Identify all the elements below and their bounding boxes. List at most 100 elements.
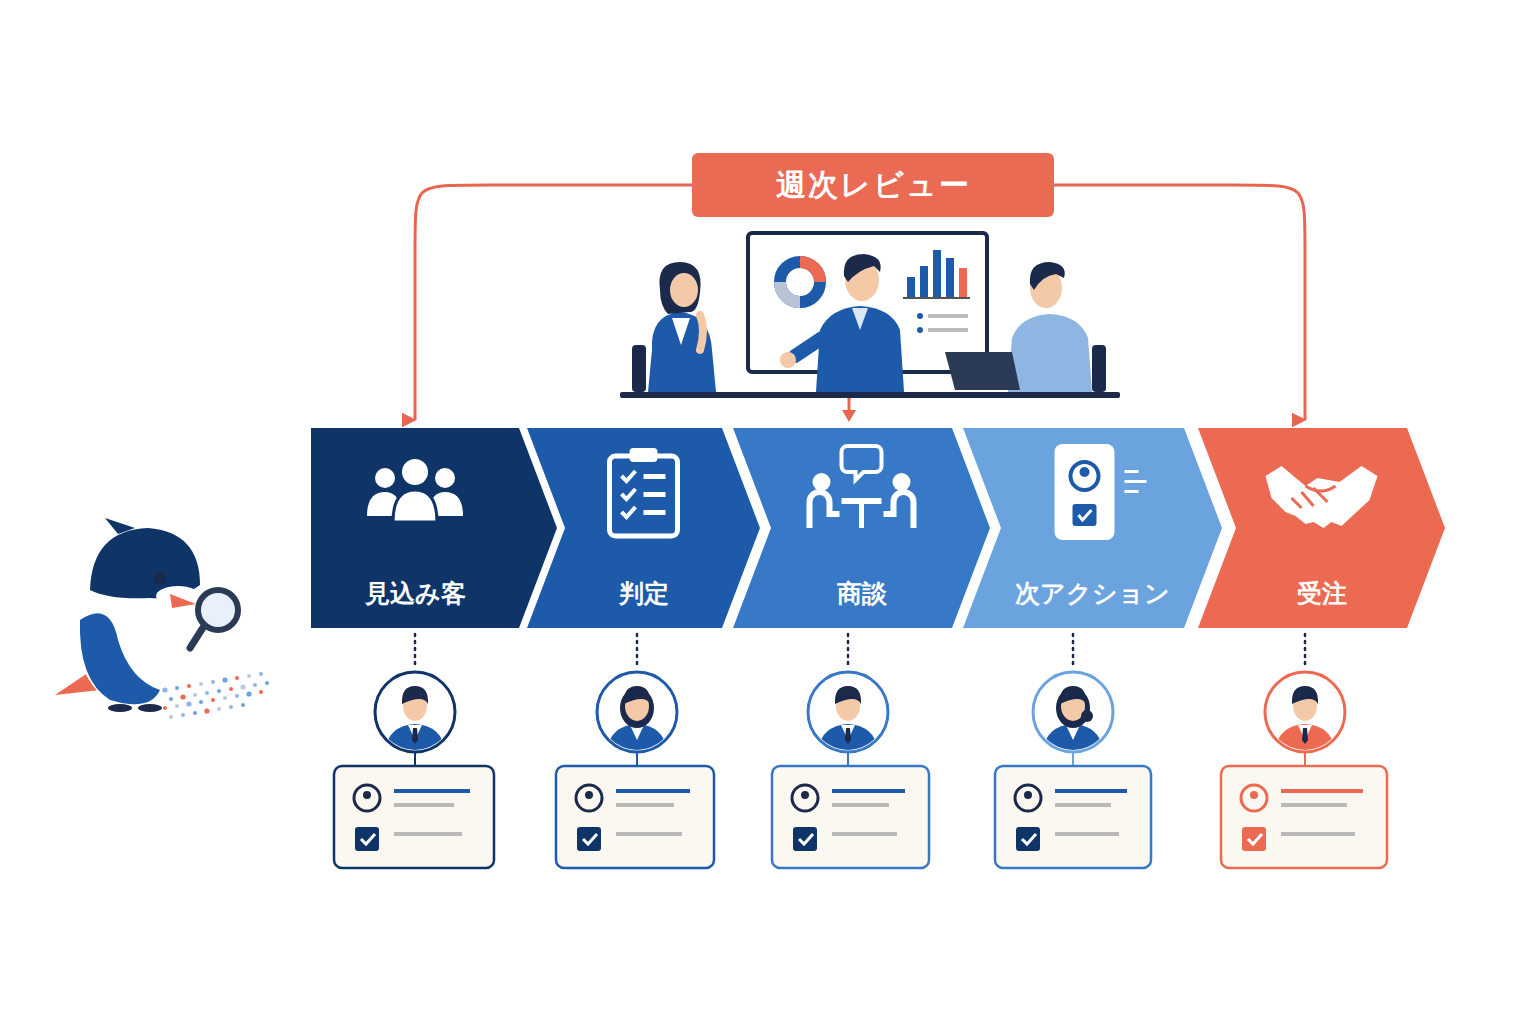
- kingfisher-mascot-part-part: [259, 690, 263, 694]
- kingfisher-mascot-part: [170, 594, 196, 608]
- owner-avatars-part: [414, 634, 417, 668]
- meeting-icon-part: [859, 504, 864, 528]
- checklist-icon-part: [644, 492, 666, 497]
- chevron-label-box: 見込み客: [311, 577, 519, 610]
- stage-label: 次アクション: [1015, 577, 1170, 610]
- owner-avatars-part-part: [1033, 672, 1113, 752]
- kingfisher-mascot-part-part: [199, 700, 203, 704]
- owner-avatars-part: [636, 752, 638, 766]
- owner-avatars-part: [1265, 672, 1345, 752]
- owner-avatars-part-part: [361, 834, 375, 844]
- meeting-illustration-part: [1008, 314, 1092, 392]
- kingfisher-mascot-part-part: [240, 684, 245, 689]
- kingfisher-mascot-part: [108, 704, 132, 712]
- kingfisher-mascot-part-part: [235, 676, 239, 680]
- next-action-icon-part: [1125, 490, 1139, 493]
- owner-avatars-part-part: [1055, 832, 1119, 836]
- kingfisher-mascot-part-part: [163, 706, 167, 710]
- owner-avatars-part-part: [801, 791, 809, 799]
- meeting-illustration-part: [632, 345, 646, 392]
- owner-avatars-part-part: [1022, 834, 1036, 844]
- kingfisher-mascot-part-part: [246, 691, 251, 696]
- owner-avatars-part-part-part: [385, 724, 445, 752]
- owner-avatars-part-part: [1024, 791, 1032, 799]
- owner-avatars-part-part: [1248, 834, 1262, 844]
- owner-avatars-part-part-part: [845, 728, 851, 744]
- handshake-icon-part: [1266, 466, 1378, 528]
- chevron-label-box: 商談: [771, 577, 952, 610]
- owner-avatars-part: [847, 752, 849, 766]
- owner-avatars-part-part: [1242, 827, 1266, 851]
- chevron-fill: [311, 428, 557, 628]
- owner-avatars-part-part: [576, 785, 602, 811]
- owner-avatars-part-part: [1055, 803, 1111, 807]
- stage-label: 判定: [619, 577, 669, 610]
- review-box: 週次レビュー: [692, 153, 1054, 217]
- meeting-illustration-part: [780, 262, 820, 302]
- owner-avatars-part: [772, 766, 929, 868]
- chevron-edge: [311, 428, 321, 628]
- owner-avatars-part-part: [1016, 827, 1040, 851]
- kingfisher-mascot-part-part: [241, 703, 245, 707]
- kingfisher-mascot-part: [138, 704, 162, 712]
- owner-avatars-part-part: [1281, 789, 1363, 793]
- people-icon-part: [367, 492, 401, 516]
- owner-avatars-part-part: [1281, 832, 1355, 836]
- meeting-illustration-part: [852, 308, 868, 330]
- owner-avatars-part-part-part: [1275, 724, 1335, 752]
- kingfisher-mascot-part-part: [211, 680, 215, 684]
- kingfisher-mascot-part-part: [175, 686, 179, 690]
- meeting-illustration-part: [795, 338, 822, 356]
- checklist-icon-part: [622, 489, 636, 499]
- owner-avatars-part: [1304, 752, 1306, 766]
- kingfisher-mascot-part-part: [222, 677, 227, 682]
- people-icon-part: [429, 492, 463, 516]
- owner-avatars-part-part: [995, 766, 1151, 868]
- chevron-label-box: 受注: [1236, 577, 1407, 610]
- owner-avatars-part-part: [1055, 789, 1127, 793]
- meeting-illustration-part: [959, 268, 967, 297]
- owner-avatars-part-part: [394, 832, 462, 836]
- owner-avatars-part-part: [375, 672, 455, 752]
- stage-label: 見込み客: [365, 577, 466, 610]
- owner-avatars-part-part-part: [835, 686, 861, 704]
- owner-avatars-part: [1033, 672, 1113, 752]
- next-action-icon-part: [1125, 470, 1139, 473]
- owner-avatars-part-part: [1275, 686, 1335, 752]
- kingfisher-mascot-part-part: [211, 698, 215, 702]
- meeting-illustration-part: [659, 262, 700, 314]
- kingfisher-mascot-part-part: [235, 694, 239, 698]
- owner-avatars-part: [334, 766, 494, 868]
- owner-avatars-part-part: [354, 785, 380, 811]
- stage-chevron: 見込み客: [311, 428, 557, 628]
- stage-label: 商談: [837, 577, 887, 610]
- next-action-icon-part: [1055, 444, 1115, 540]
- meeting-illustration-part: [620, 392, 1120, 398]
- owner-avatars-part-part: [792, 785, 818, 811]
- owner-avatars-part-part: [616, 789, 690, 793]
- owner-avatars-part: [1072, 634, 1075, 668]
- kingfisher-mascot-part-part: [229, 687, 233, 691]
- owner-avatars-part-part: [556, 766, 714, 868]
- kingfisher-mascot-part-part: [193, 711, 197, 715]
- stage-chevron: 受注: [1198, 428, 1445, 628]
- chevron-fill: [963, 428, 1222, 628]
- meeting-illustration-part: [700, 315, 703, 350]
- owner-avatars-part: [414, 752, 416, 766]
- chevron-fill: [733, 428, 990, 628]
- chevron-fill: [1198, 428, 1445, 628]
- kingfisher-mascot-part-part: [265, 681, 269, 685]
- owner-avatars-part-part-part: [1060, 686, 1086, 704]
- kingfisher-mascot-part-part: [204, 708, 209, 713]
- owner-avatars-part: [847, 634, 850, 668]
- review-connector: [415, 185, 692, 420]
- owner-avatars-part-part: [616, 803, 674, 807]
- owner-avatars-part: [556, 766, 714, 868]
- meeting-illustration-part: [800, 262, 820, 282]
- kingfisher-mascot-part-part: [217, 689, 221, 693]
- meeting-illustration-part: [1030, 262, 1065, 290]
- owner-avatars-part: [1304, 634, 1307, 668]
- owner-avatars-part-part: [363, 791, 371, 799]
- kingfisher-mascot-part: [80, 613, 160, 704]
- owner-avatars-part: [1221, 766, 1387, 868]
